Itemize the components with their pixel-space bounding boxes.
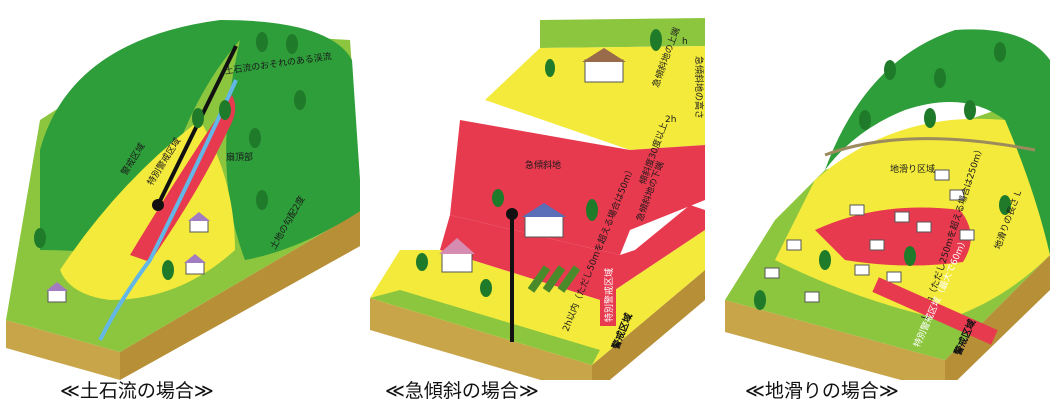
- panel-steep-slope: 急傾斜地 急傾斜地の高さ 急傾斜地の上端 傾斜度30度以上 急傾斜地の下端 h …: [360, 0, 705, 380]
- panel-debris-flow: 土石流のおそれのある渓流 警戒区域 特別警戒区域 扇頂部 土地の勾配2度: [0, 0, 360, 380]
- leader-dot: [506, 208, 518, 220]
- caption-debris-flow: ≪土石流の場合≫: [60, 380, 214, 402]
- soil-front-left: [370, 298, 592, 380]
- front-grass: [370, 290, 600, 365]
- house: [188, 212, 210, 233]
- label-height: 急傾斜地の高さ: [693, 56, 705, 119]
- road: [824, 137, 1036, 157]
- stream-line: [98, 79, 238, 341]
- special-tag: [872, 277, 998, 345]
- label-steep: 急傾斜地: [525, 159, 561, 171]
- caption-steep-slope: ≪急傾斜の場合≫: [385, 380, 539, 402]
- top-caution: [485, 46, 705, 150]
- trees: [754, 42, 1011, 310]
- top-grass: [540, 18, 705, 48]
- soil-front-left: [6, 320, 120, 380]
- houses: [764, 169, 975, 303]
- special-tag: [600, 262, 616, 326]
- steep-slope-diagram: 急傾斜地 急傾斜地の高さ 急傾斜地の上端 傾斜度30度以上 急傾斜地の下端 h …: [370, 18, 705, 380]
- house: [184, 254, 206, 275]
- label-area: 地滑り区域: [890, 163, 935, 175]
- house: [439, 238, 475, 273]
- special-zone: [815, 207, 971, 266]
- field: [527, 265, 581, 293]
- label-2h: 2h: [665, 115, 676, 125]
- panel-landslide: 地滑り区域 地滑りの長さ L L以内（ただし250mを超える場合は250m） 特…: [705, 0, 1050, 380]
- bottom-special: [440, 205, 705, 300]
- soil-front-right: [945, 255, 1050, 380]
- house: [582, 48, 626, 83]
- label-special: 特別警戒区域: [603, 268, 615, 322]
- soil-front-right: [120, 211, 360, 380]
- caption-landslide: ≪地滑りの場合≫: [745, 380, 899, 402]
- landslide-diagram: 地滑り区域 地滑りの長さ L L以内（ただし250mを超える場合は250m） 特…: [725, 29, 1050, 380]
- soil-front-right: [592, 270, 705, 380]
- leader-dot: [152, 199, 164, 211]
- hill-forest: [825, 29, 1050, 255]
- trees: [34, 32, 306, 280]
- label-fan: 扇頂部: [226, 151, 253, 163]
- trees: [416, 29, 662, 297]
- house: [46, 282, 68, 303]
- debris-flow-diagram: 土石流のおそれのある渓流 警戒区域 特別警戒区域 扇頂部 土地の勾配2度: [6, 20, 360, 380]
- house: [522, 203, 566, 238]
- label-h: h: [682, 37, 688, 47]
- soil-front-left: [725, 300, 945, 380]
